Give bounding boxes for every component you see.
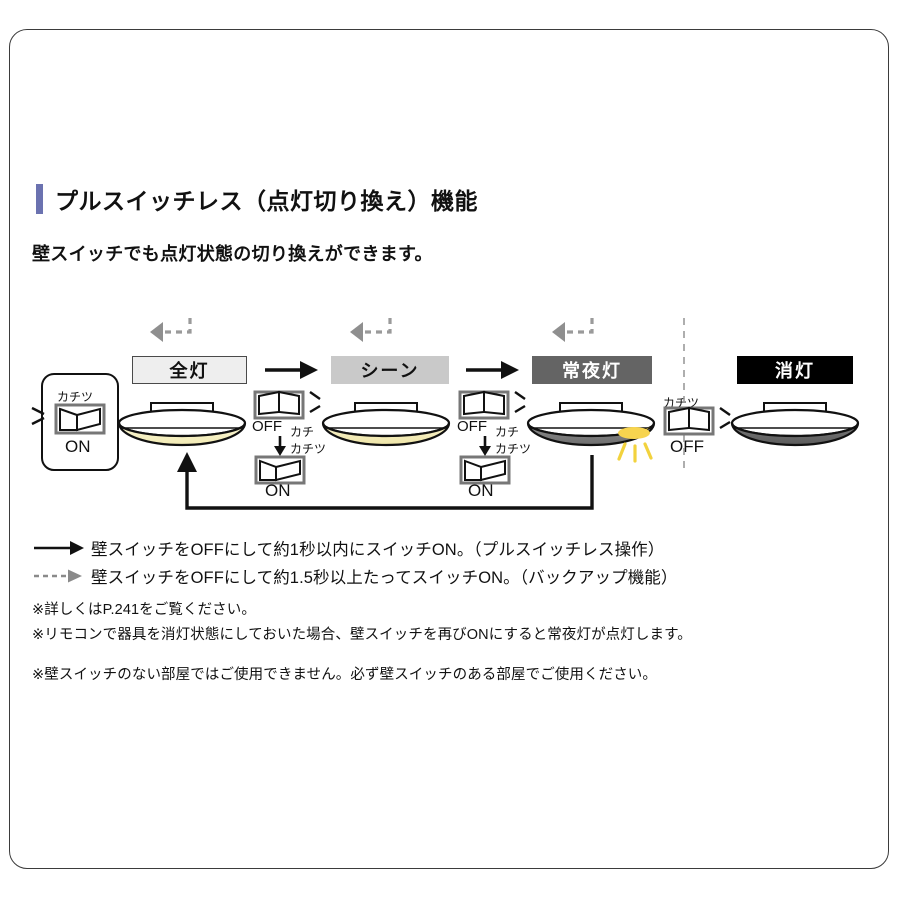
title-accent-bar — [36, 184, 43, 214]
transition-1-down-click-label: カチツ — [290, 442, 327, 456]
transition-2-on-label: ON — [468, 481, 494, 500]
transition-1-on-label: ON — [265, 481, 291, 500]
transition-1-off-label: OFF — [252, 418, 282, 435]
note-reference-page: ※詳しくはP.241をご覧ください。 — [32, 602, 256, 618]
transition-2-off-label: OFF — [457, 418, 487, 435]
state-box-zento: 全灯 — [132, 356, 247, 384]
transition-2-down-click-label: カチツ — [495, 442, 532, 456]
state-box-scene: シーン — [331, 356, 449, 384]
page-subtitle: 壁スイッチでも点灯状態の切り換えができます。 — [32, 244, 433, 264]
end-switch-state-label: OFF — [670, 437, 704, 456]
state-box-off: 消灯 — [737, 356, 853, 384]
state-box-night-light: 常夜灯 — [532, 356, 652, 384]
title-label: プルスイッチレス（点灯切り換え）機能 — [55, 188, 478, 214]
note-wall-switch-required: ※壁スイッチのない部屋ではご使用できません。必ず壁スイッチのある部屋でご使用くだ… — [32, 667, 658, 683]
end-switch-click-label: カチツ — [663, 396, 700, 410]
legend-text-backup: 壁スイッチをOFFにして約1.5秒以上たってスイッチON。（バックアップ機能） — [91, 569, 678, 587]
solid-arrow-icon — [34, 541, 84, 555]
start-switch-click-label: カチツ — [57, 390, 94, 404]
content-panel — [9, 29, 889, 869]
legend-text-pulse: 壁スイッチをOFFにして約1秒以内にスイッチON。（プルスイッチレス操作） — [91, 541, 665, 559]
state-label-night-light: 常夜灯 — [562, 361, 622, 381]
page-title: プルスイッチレス（点灯切り換え）機能 — [36, 182, 478, 216]
start-switch-state-label: ON — [65, 437, 91, 456]
transition-1-off-click-label: カチ — [290, 425, 315, 439]
legend-row-backup: 壁スイッチをOFFにして約1.5秒以上たってスイッチON。（バックアップ機能） — [32, 564, 678, 588]
dashed-arrow-icon — [34, 569, 82, 583]
note-remote-off: ※リモコンで器具を消灯状態にしておいた場合、壁スイッチを再びONにすると常夜灯が… — [32, 627, 692, 643]
legend-row-pulse: 壁スイッチをOFFにして約1秒以内にスイッチON。（プルスイッチレス操作） — [32, 536, 664, 560]
state-label-off: 消灯 — [775, 361, 815, 381]
transition-2-off-click-label: カチ — [495, 425, 520, 439]
state-label-scene: シーン — [360, 361, 420, 381]
state-label-zento: 全灯 — [169, 361, 210, 381]
